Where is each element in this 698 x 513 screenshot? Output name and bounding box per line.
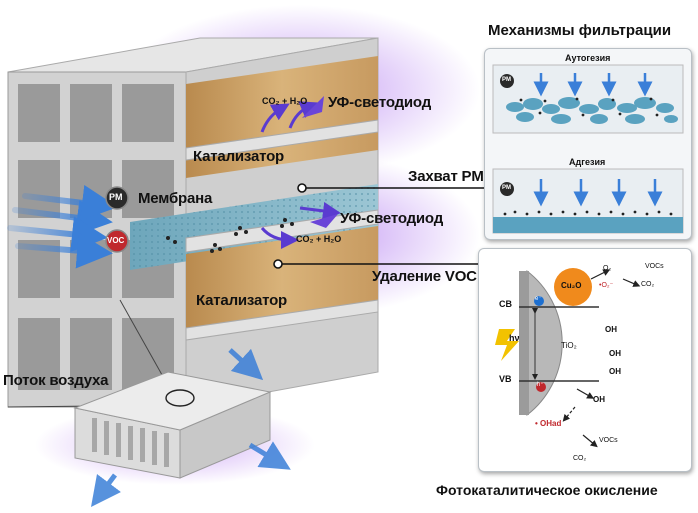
- pm-capture-label: Захват PM: [408, 168, 484, 185]
- pm-badge-label: PM: [109, 192, 123, 202]
- pm-small-label-1: PM: [502, 77, 511, 83]
- filtration-drawing: [492, 64, 684, 234]
- airflow-label: Поток воздуха: [3, 372, 109, 389]
- airflow-arrows-in: [7, 184, 118, 269]
- pm-particles: [166, 218, 294, 253]
- o2-label: O₂: [603, 265, 612, 272]
- uv-led-mid-label: УФ-светодиод: [340, 210, 444, 227]
- catalyst-layer-bottom: [186, 226, 378, 328]
- photocatalysis-panel: CB VB Cu₂O TiO₂ e⁻ h⁺ hν O₂ •O₂⁻ VOCs CO…: [478, 248, 692, 472]
- oh-label-2: OH: [609, 349, 621, 358]
- electron-label: e⁻: [535, 296, 542, 302]
- voc-badge: [105, 229, 129, 253]
- adhesion-label: Адгезия: [569, 157, 606, 167]
- autohesion-label: Аутогезия: [565, 53, 611, 63]
- catalyst-bottom-label: Катализатор: [196, 292, 287, 309]
- catalyst-top-label: Катализатор: [193, 148, 284, 165]
- hv-label: hν: [509, 333, 520, 343]
- co2-bottom-label: CO₂: [573, 455, 587, 462]
- vocs-top-label: VOCs: [645, 263, 664, 270]
- oh-label-3: OH: [609, 367, 621, 376]
- pm-small-label-2: PM: [502, 185, 511, 191]
- photocatalytic-title: Фотокаталитическое окисление: [436, 482, 658, 498]
- oh-label-4: OH: [593, 395, 605, 404]
- voc-badge-label: VOC: [107, 236, 125, 245]
- voc-removal-label: Удаление VOC: [372, 268, 477, 285]
- filtration-title: Механизмы фильтрации: [488, 22, 672, 39]
- ohad-label: • OHad: [535, 419, 562, 428]
- uv-led-pointers: [302, 96, 338, 228]
- o2-radical-label: •O₂⁻: [599, 282, 614, 289]
- reaction-arrows: [260, 101, 341, 249]
- uv-led-top-label: УФ-светодиод: [328, 94, 432, 111]
- honeycomb-filter: [73, 371, 272, 479]
- oh-label-1: OH: [605, 325, 617, 334]
- pm-badge: [105, 186, 129, 210]
- hole-label: h⁺: [537, 382, 544, 388]
- photocatalysis-drawing: [495, 268, 641, 448]
- tio2-label: TiO₂: [561, 341, 577, 350]
- cb-label: CB: [499, 299, 512, 309]
- co2-h2o-top-label: CO₂ + H₂O: [262, 96, 308, 106]
- honeycomb-airflow: [91, 348, 291, 507]
- filtration-panel: Аутогезия Адгезия PM PM: [484, 48, 692, 240]
- vocs-bottom-label: VOCs: [599, 437, 618, 444]
- co2-top-label: CO₂: [641, 281, 655, 288]
- co2-h2o-mid-label: CO₂ + H₂O: [296, 234, 342, 244]
- membrane-label: Мембрана: [138, 190, 213, 207]
- cu2o-label: Cu₂O: [561, 281, 582, 290]
- callout-lines: [273, 183, 500, 269]
- vb-label: VB: [499, 374, 512, 384]
